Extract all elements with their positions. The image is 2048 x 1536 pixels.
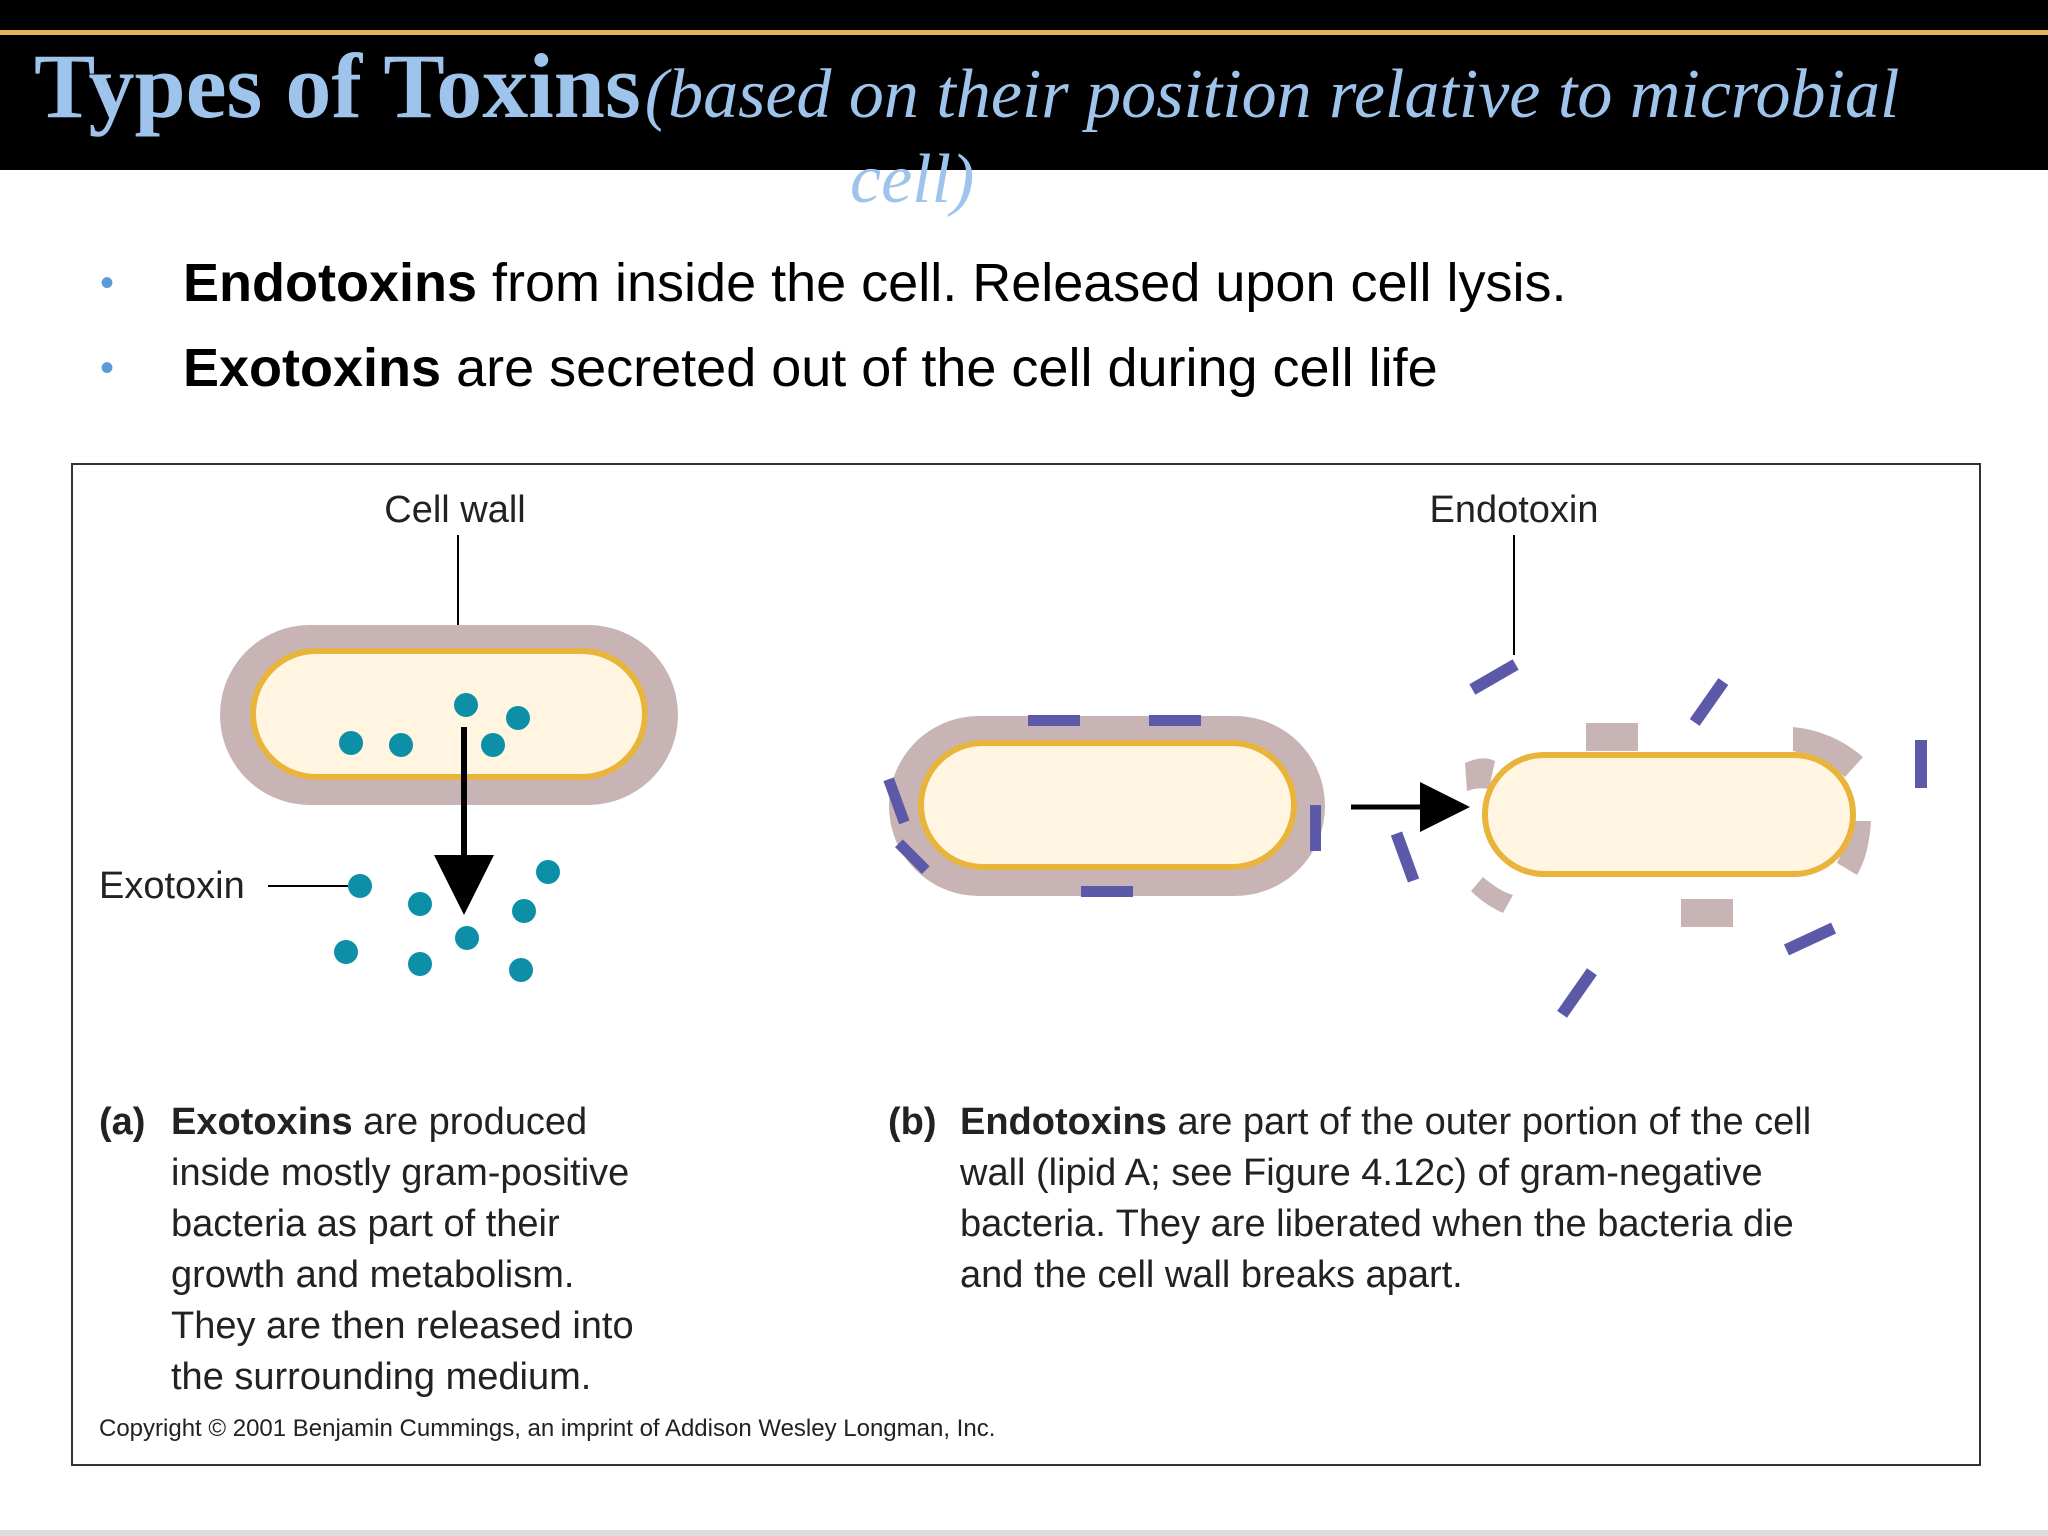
- exotoxin-dot: [334, 940, 358, 964]
- wall-fragment: [1471, 877, 1513, 913]
- bullet-item-endotoxins: • Endotoxins from inside the cell. Relea…: [100, 248, 1567, 333]
- label-exotoxin: Exotoxin: [99, 865, 245, 907]
- copyright-notice: Copyright © 2001 Benjamin Cummings, an i…: [99, 1415, 996, 1442]
- endotoxin-fragment: [1149, 715, 1201, 726]
- endotoxin-fragment: [1783, 922, 1837, 956]
- caption-b-line: wall (lipid A; see Figure 4.12c) of gram…: [960, 1152, 1763, 1194]
- caption-b-line: bacteria. They are liberated when the ba…: [960, 1203, 1794, 1245]
- title-bar-accent-line: [0, 30, 2048, 35]
- exotoxin-dot: [455, 926, 479, 950]
- title-sub: (based on their position relative to mic…: [644, 56, 1900, 133]
- caption-a-line1-rest: are produced: [352, 1101, 588, 1143]
- wall-fragment: [1837, 821, 1871, 875]
- caption-a-term: Exotoxins: [171, 1101, 353, 1143]
- bullet-text: from inside the cell. Released upon cell…: [477, 253, 1567, 313]
- endotoxin-fragment: [1689, 678, 1729, 726]
- label-cell-wall: Cell wall: [384, 489, 525, 531]
- bullet-term: Exotoxins: [183, 338, 442, 398]
- figure-illustration: Cell wall Exotoxin Endotoxin: [99, 489, 1927, 1018]
- caption-b-line1-rest: are part of the outer portion of the cel…: [1166, 1101, 1812, 1143]
- caption-a-line: inside mostly gram-positive: [171, 1152, 630, 1194]
- label-endotoxin: Endotoxin: [1429, 489, 1598, 531]
- endotoxin-fragment: [1469, 659, 1519, 695]
- caption-b-label: (b): [888, 1101, 937, 1143]
- wall-fragment: [1793, 727, 1863, 777]
- exotoxin-dot: [408, 952, 432, 976]
- exotoxin-dot: [454, 693, 478, 717]
- caption-b-line: Endotoxins are part of the outer portion…: [960, 1097, 1811, 1148]
- toxin-figure: Cell wall Exotoxin Endotoxin: [71, 463, 1981, 1466]
- bullet-dot-icon: •: [100, 261, 115, 305]
- slide-title: Types of Toxins (based on their position…: [34, 40, 2024, 151]
- endotoxin-fragment: [1310, 805, 1321, 851]
- bullet-list: • Endotoxins from inside the cell. Relea…: [100, 248, 1567, 418]
- caption-a-line: bacteria as part of their: [171, 1203, 560, 1245]
- lysed-cell-cytoplasm: [1482, 752, 1856, 877]
- bullet-term: Endotoxins: [183, 253, 477, 313]
- exotoxin-dot: [506, 706, 530, 730]
- exotoxin-dot: [481, 733, 505, 757]
- title-main: Types of Toxins: [34, 35, 641, 137]
- caption-b-body: Endotoxins are part of the outer portion…: [960, 1097, 1811, 1301]
- endotoxin-fragment: [1390, 831, 1420, 883]
- endotoxin-fragment: [1915, 740, 1927, 788]
- gram-positive-cytoplasm: [250, 648, 648, 780]
- wall-fragment: [1681, 899, 1733, 927]
- exotoxin-dot: [408, 892, 432, 916]
- caption-a-line: the surrounding medium.: [171, 1356, 592, 1398]
- exotoxin-dot: [509, 958, 533, 982]
- exotoxin-dot: [389, 733, 413, 757]
- wall-fragment: [1586, 723, 1638, 751]
- caption-a-line: growth and metabolism.: [171, 1254, 575, 1296]
- title-bar: [0, 0, 2048, 170]
- gram-negative-cytoplasm: [918, 740, 1297, 870]
- caption-a-label: (a): [99, 1101, 146, 1143]
- caption-a-body: Exotoxins are produced inside mostly gra…: [171, 1097, 634, 1403]
- endotoxin-fragment: [883, 777, 910, 825]
- wall-fragment: [1465, 758, 1495, 791]
- exotoxin-dot: [536, 860, 560, 884]
- caption-a-line: They are then released into: [171, 1305, 634, 1347]
- caption-b-line: and the cell wall breaks apart.: [960, 1254, 1463, 1296]
- endotoxin-fragment: [1081, 886, 1133, 897]
- bullet-item-exotoxins: • Exotoxins are secreted out of the cell…: [100, 333, 1567, 418]
- exotoxin-dot: [512, 899, 536, 923]
- endotoxin-fragment: [895, 839, 930, 874]
- endotoxin-fragment: [1557, 968, 1597, 1018]
- bullet-dot-icon: •: [100, 346, 115, 390]
- exotoxin-dot: [348, 874, 372, 898]
- caption-a-line: Exotoxins are produced: [171, 1097, 634, 1148]
- exotoxin-dot: [339, 731, 363, 755]
- endotoxin-fragment: [1028, 715, 1080, 726]
- bullet-text: are secreted out of the cell during cell…: [441, 338, 1438, 398]
- title-sub-continued: cell): [850, 141, 975, 218]
- caption-b-term: Endotoxins: [960, 1101, 1167, 1143]
- slide-bottom-border: [0, 1530, 2048, 1536]
